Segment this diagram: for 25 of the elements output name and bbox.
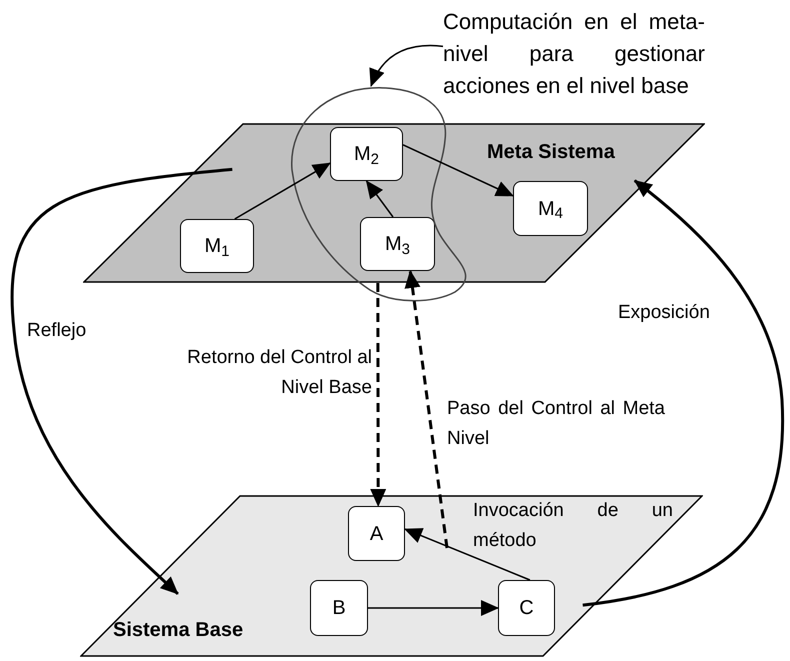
arrow (370, 283, 386, 507)
plane-title: Sistema Base (113, 618, 244, 643)
arrow (402, 144, 514, 197)
rounded-box: M$_{3}$ (360, 217, 435, 271)
edge-label: Invocación de un método (473, 499, 673, 553)
edge-label: Exposición (618, 301, 711, 325)
rounded-box: A (348, 506, 405, 561)
plane-title: Meta Sistema (487, 140, 615, 165)
edge-label: Reflejo (27, 319, 88, 343)
arrow (582, 179, 784, 607)
annotation-text: Computación en el meta-nivel para gestionar acciones en el nivel base (443, 8, 705, 100)
rounded-box: C (498, 580, 555, 636)
arrow (368, 600, 499, 616)
rounded-box: M$_{2}$ (330, 127, 403, 181)
rounded-box: M$_{4}$ (513, 181, 588, 236)
edge-label: Paso del Control al Meta Nivel (447, 397, 665, 451)
arrow (366, 180, 394, 218)
arrow (10, 168, 232, 595)
edge-label: Retorno del Control al Nivel Base (186, 346, 372, 400)
rounded-box: B (310, 580, 368, 636)
rounded-box: M$_{1}$ (180, 219, 254, 273)
arrow (404, 528, 530, 581)
arrow (234, 162, 331, 220)
arrow (370, 44, 444, 87)
arrow (404, 270, 448, 548)
